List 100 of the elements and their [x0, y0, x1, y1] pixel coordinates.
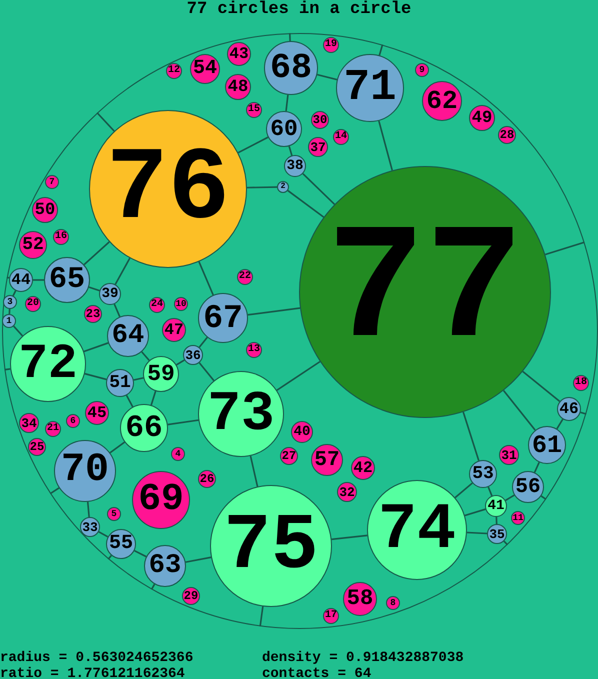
contact-line	[556, 418, 564, 430]
numbered-circle: 31	[499, 445, 519, 465]
contact-line	[287, 190, 324, 218]
numbered-circle: 65	[44, 257, 90, 303]
numbered-circle: 22	[237, 269, 253, 285]
contact-line	[462, 412, 480, 461]
contact-line	[84, 372, 107, 380]
statistic-text: ratio = 1.776121162364	[0, 666, 185, 679]
contact-line	[114, 258, 130, 285]
contact-line	[289, 33, 291, 42]
numbered-circle: 11	[511, 511, 525, 525]
contact-line	[150, 584, 156, 590]
contact-line	[12, 290, 16, 296]
numbered-circle: 39	[99, 283, 121, 305]
contact-line	[150, 390, 156, 406]
numbered-circle: 35	[487, 524, 507, 544]
numbered-circle: 61	[528, 426, 566, 464]
contact-line	[534, 462, 540, 473]
contact-line	[522, 370, 560, 402]
numbered-circle: 43	[227, 42, 251, 66]
contact-line	[332, 534, 368, 540]
numbered-circle: 12	[166, 63, 182, 79]
numbered-circle: 34	[19, 413, 39, 433]
numbered-circle: 42	[351, 456, 375, 480]
contact-line	[288, 146, 293, 156]
numbered-circle: 55	[106, 529, 136, 559]
contact-line	[114, 304, 120, 318]
numbered-circle: 67	[198, 293, 248, 343]
numbered-circle: 50	[32, 197, 58, 223]
numbered-circle: 20	[25, 296, 41, 312]
contact-line	[378, 44, 384, 56]
numbered-circle: 69	[132, 471, 190, 529]
numbered-circle: 16	[53, 229, 69, 245]
numbered-circle: 9	[415, 63, 429, 77]
numbered-circle: 19	[323, 37, 339, 53]
contact-line	[246, 186, 278, 188]
numbered-circle: 49	[469, 105, 495, 131]
contact-line	[134, 377, 144, 381]
numbered-circle: 45	[85, 401, 109, 425]
contact-line	[466, 532, 488, 534]
numbered-circle: 48	[225, 74, 251, 100]
contact-line	[4, 368, 10, 370]
numbered-circle: 17	[323, 608, 339, 624]
contact-line	[8, 308, 10, 314]
numbered-circle: 58	[343, 582, 377, 616]
numbered-circle: 15	[246, 102, 262, 118]
numbered-circle: 54	[190, 54, 220, 84]
numbered-circle: 28	[498, 126, 516, 144]
numbered-circle: 23	[84, 305, 102, 323]
numbered-circle: 41	[485, 495, 507, 517]
contact-line	[502, 390, 536, 431]
numbered-circle: 6	[66, 414, 80, 428]
contact-line	[496, 516, 498, 524]
contact-line	[141, 351, 150, 361]
statistic-text: density = 0.918432887038	[262, 650, 464, 666]
contact-line	[84, 241, 110, 266]
numbered-circle: 75	[210, 485, 332, 607]
contact-line	[488, 486, 493, 496]
contact-line	[238, 136, 268, 154]
contact-line	[110, 441, 126, 454]
numbered-circle: 63	[144, 545, 186, 587]
diagram-title: 77 circles in a circle	[186, 0, 412, 20]
numbered-circle: 64	[107, 315, 149, 357]
numbered-circle: 32	[337, 482, 357, 502]
numbered-circle: 44	[9, 268, 33, 292]
boundary-circle	[2, 33, 598, 629]
numbered-circle: 4	[171, 447, 185, 461]
numbered-circle: 10	[174, 297, 188, 311]
numbered-circle: 76	[89, 110, 247, 268]
statistic-text: contacts = 64	[262, 666, 372, 679]
contact-line	[98, 531, 108, 538]
contact-line	[454, 482, 473, 498]
numbered-circle: 60	[266, 111, 302, 147]
contact-line	[86, 502, 90, 518]
contact-line	[259, 606, 264, 626]
contact-line	[33, 279, 44, 281]
numbered-circle: 21	[45, 421, 61, 437]
numbered-circle: 72	[10, 326, 86, 402]
contact-line	[505, 494, 515, 502]
numbered-circle: 68	[264, 41, 318, 95]
contact-line	[108, 554, 112, 560]
numbered-circle: 1	[2, 314, 16, 328]
numbered-circle: 71	[336, 54, 404, 122]
numbered-circle: 8	[386, 596, 400, 610]
contact-line	[126, 394, 134, 408]
numbered-circle: 37	[308, 137, 328, 157]
contact-line	[198, 261, 214, 296]
numbered-circle: 5	[107, 507, 121, 521]
numbered-circle: 29	[182, 587, 200, 605]
contact-line	[96, 112, 115, 132]
numbered-circle: 33	[80, 517, 100, 537]
numbered-circle: 26	[198, 470, 216, 488]
numbered-circle: 56	[512, 471, 544, 503]
contact-line	[198, 362, 214, 382]
contact-line	[378, 120, 393, 171]
contact-line	[176, 359, 185, 366]
numbered-circle: 53	[469, 460, 497, 488]
contact-line	[302, 173, 336, 205]
numbered-circle: 3	[3, 295, 17, 309]
contact-line	[276, 360, 320, 391]
